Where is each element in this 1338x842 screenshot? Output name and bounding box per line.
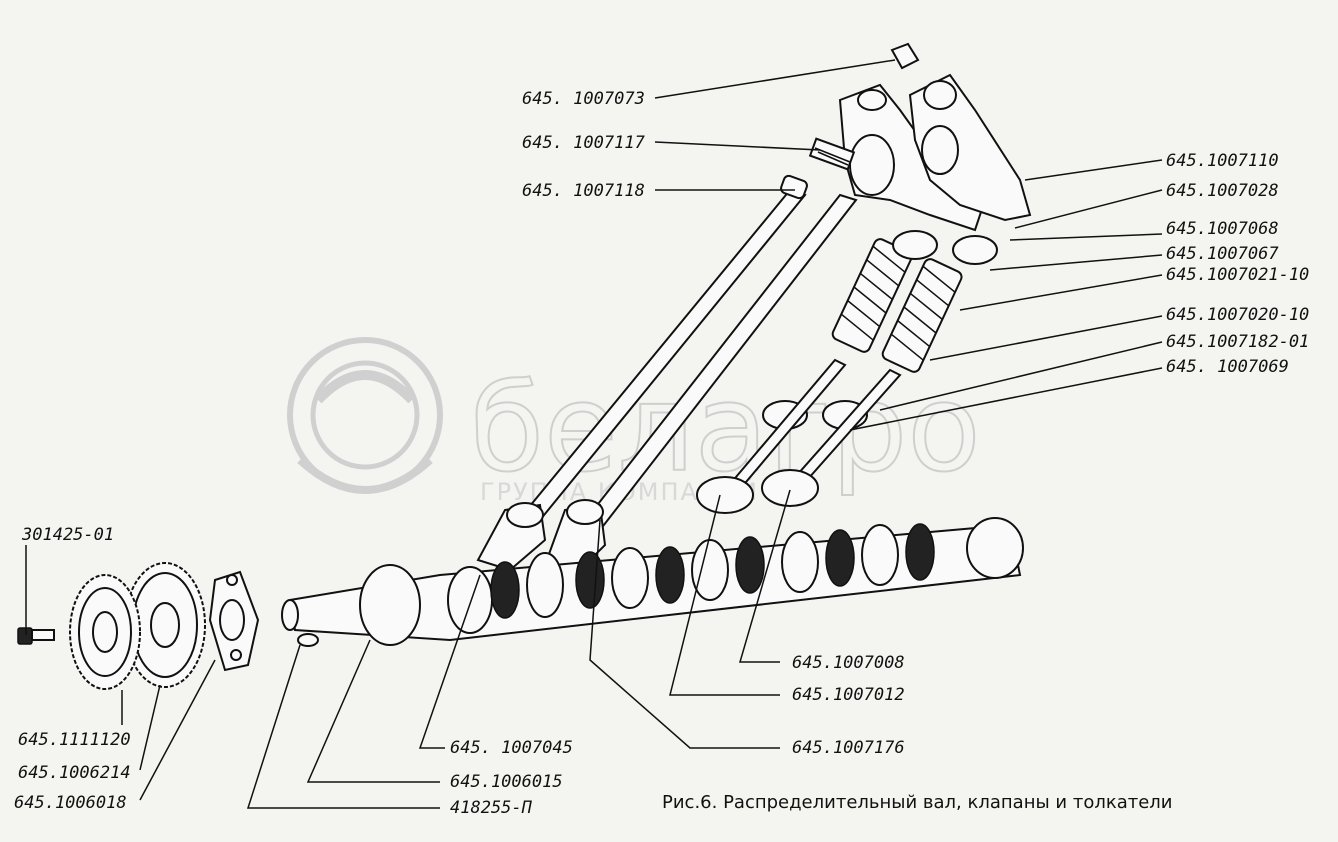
part-label: 645. 1007045 [450,738,573,758]
adjusting-screw [808,137,856,171]
part-label: 645.1007020-10 [1166,305,1309,325]
part-label: 645. 1007118 [522,181,645,201]
adjusting-nut [890,42,920,70]
rocker-arm-assembly [838,42,1032,232]
part-label: 645.1007012 [792,685,905,705]
part-label: 645.1007176 [792,738,905,758]
spring-retainer [952,235,998,265]
camshaft-gear [124,562,206,688]
fuel-pump-drive-gear [69,574,141,690]
part-label: 645.1007008 [792,653,905,673]
part-label: 645. 1007117 [522,133,646,153]
part-label: 645.1006018 [14,793,127,813]
camshaft [281,517,1024,646]
watermark-logo [287,337,443,494]
part-label: 645.1006015 [450,772,563,792]
part-labels: 645. 1007073 645. 1007117 645. 1007118 6… [14,89,1309,818]
part-label: 645.1007182-01 [1166,332,1309,352]
bolt [17,627,55,645]
part-label: 645. 1007069 [1166,357,1289,377]
valves [696,358,902,514]
spring-retainer [892,230,938,260]
valve-springs [762,230,998,430]
part-label: 645.1006214 [18,763,131,783]
part-label: 645.1007028 [1166,181,1279,201]
part-label: 301425-01 [21,525,114,545]
figure-caption: Рис.6. Распределительный вал, клапаны и … [662,792,1173,813]
leader-lines [25,59,1163,809]
part-label: 645.1007068 [1166,219,1279,239]
part-label: 645.1007021-10 [1166,265,1309,285]
part-label: 645.1007067 [1166,244,1279,264]
part-label: 645. 1007073 [522,89,645,109]
part-label: 418255-П [450,798,533,818]
part-label: 645.1007110 [1166,151,1279,171]
thrust-flange [208,570,260,672]
part-label: 645.1111120 [18,730,131,750]
woodruff-key [297,633,319,647]
